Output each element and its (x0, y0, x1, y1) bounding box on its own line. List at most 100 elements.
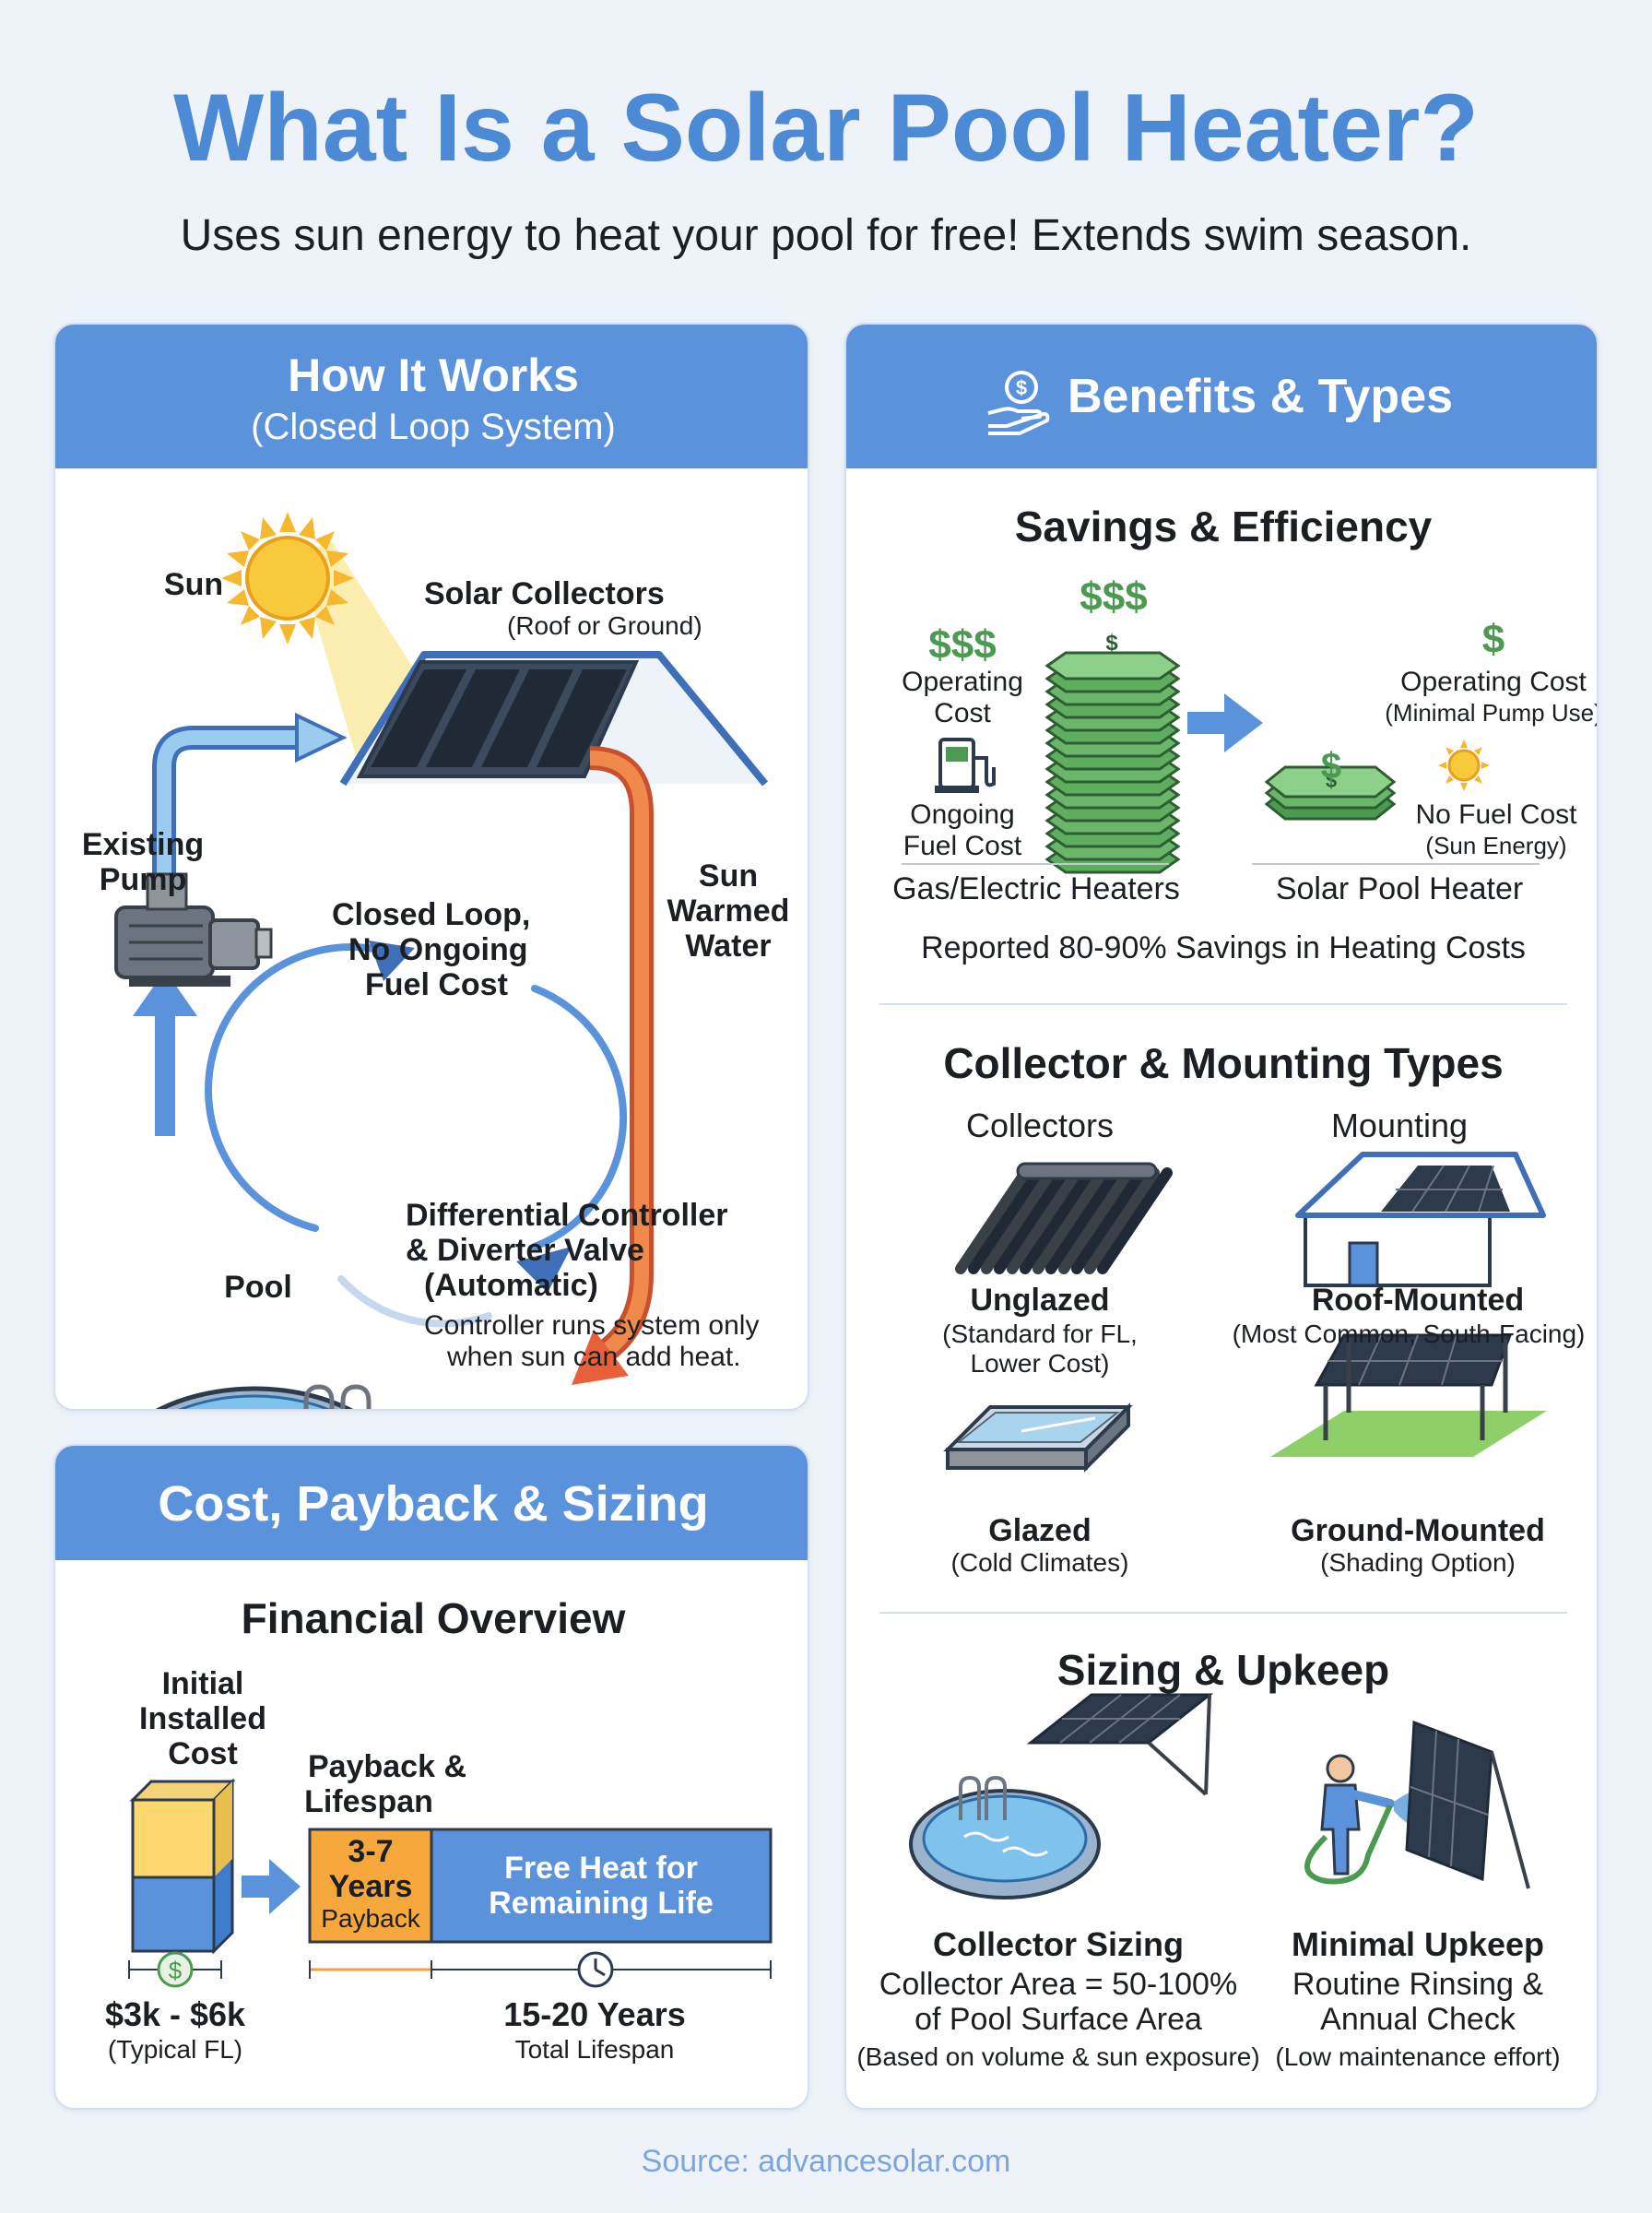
gas-operating-cost-line1: Operating (902, 667, 1023, 697)
roof-mounted-label: Roof-Mounted (1311, 1283, 1525, 1318)
existing-pump-label-line1: Existing (81, 827, 205, 862)
sun-warmed-water-line1: Sun (698, 858, 759, 893)
divider-2 (879, 1612, 1567, 1614)
solar-pool-heater-label: Solar Pool Heater (1275, 871, 1524, 906)
sun-warmed-water-line3: Water (685, 929, 772, 964)
lifespan-value: 15-20 Years (503, 1995, 686, 2033)
initial-cost-label-line1: Initial (161, 1666, 244, 1701)
pool-icon (155, 1384, 372, 1409)
free-heat-bar-segment (430, 1828, 773, 1944)
unglazed-collector-icon (955, 1162, 1173, 1274)
mounting-column-label: Mounting (1330, 1106, 1469, 1144)
closed-loop-label-line1: Closed Loop, (332, 897, 531, 932)
sun-label: Sun (163, 567, 224, 602)
payback-bar-segment (308, 1828, 433, 1944)
solar-operating-cost-note: (Minimal Pump Use) (1385, 699, 1599, 727)
cost-to-payback-arrow (242, 1859, 301, 1914)
savings-heading: Savings & Efficiency (1014, 503, 1433, 550)
page-subtitle: Uses sun energy to heat your pool for fr… (180, 211, 1472, 260)
solar-dollar: $ (1481, 617, 1505, 662)
savings-note: Reported 80-90% Savings in Heating Costs (921, 930, 1526, 965)
free-heat-line1: Free Heat for (504, 1851, 698, 1886)
cost-payback-header: Cost, Payback & Sizing (55, 1446, 808, 1560)
controller-label-line2: & Diverter Valve (406, 1233, 644, 1268)
sun-small-icon (1438, 740, 1490, 791)
financial-overview-heading: Financial Overview (241, 1594, 626, 1642)
how-it-works-title: How It Works (288, 349, 579, 401)
ground-mounted-label: Ground-Mounted (1291, 1513, 1545, 1548)
types-heading: Collector & Mounting Types (943, 1039, 1504, 1087)
pool-sizing-icon (909, 1775, 1101, 1899)
person-rinsing-icon (1304, 1754, 1395, 1885)
divider-1 (879, 1003, 1567, 1005)
payback-word: Payback (321, 1904, 420, 1933)
solar-no-fuel-cost-note: (Sun Energy) (1425, 832, 1567, 859)
unglazed-note-line1: (Standard for FL, (942, 1320, 1138, 1348)
cost-payback-title: Cost, Payback & Sizing (158, 1476, 709, 1532)
benefits-types-header: $ Benefits & Types (846, 325, 1597, 468)
solar-collectors-note: (Roof or Ground) (507, 611, 702, 640)
minimal-upkeep-note: (Low maintenance effort) (1275, 2042, 1561, 2071)
gas-to-solar-arrow (1187, 693, 1263, 752)
stack-dollar-symbol: $ (1105, 631, 1118, 656)
glazed-label: Glazed (988, 1513, 1092, 1548)
gas-electric-label: Gas/Electric Heaters (892, 871, 1180, 906)
pool-to-pump-arrow (133, 970, 197, 1136)
gas-stack-dollars: $$$ (1080, 574, 1148, 620)
how-it-works-subtitle: (Closed Loop System) (251, 407, 616, 447)
money-hand-icon: $ (987, 371, 1050, 435)
payback-years-word: Years (328, 1869, 413, 1904)
sizing-diagram (909, 1693, 1530, 1899)
glazed-collector-icon (943, 1402, 1133, 1473)
minimal-upkeep-line1: Routine Rinsing & (1292, 1967, 1544, 2002)
gas-fuel-cost-line1: Ongoing (910, 799, 1015, 830)
solar-operating-cost: Operating Cost (1400, 667, 1587, 697)
cold-water-pipe (152, 712, 348, 890)
sun-icon (221, 512, 354, 645)
sizing-heading: Sizing & Upkeep (1056, 1646, 1390, 1694)
how-it-works-header: How It Works (Closed Loop System) (55, 325, 808, 468)
collector-sizing-title: Collector Sizing (932, 1925, 1185, 1963)
controller-note-line2: when sun can add heat. (447, 1342, 741, 1372)
solar-no-fuel-cost: No Fuel Cost (1415, 799, 1577, 830)
collectors-column-label: Collectors (965, 1106, 1115, 1144)
savings-diagram (902, 651, 1540, 874)
solar-small-dollar: $ (1320, 746, 1342, 787)
closed-loop-icon (205, 943, 628, 1328)
cost-payback-card: Cost, Payback & Sizing Financial Overvie… (53, 1444, 809, 2110)
initial-cost-box-icon (129, 1778, 236, 1955)
payback-years-value: 3-7 (348, 1834, 394, 1869)
gas-fuel-cost-line2: Fuel Cost (903, 831, 1022, 861)
glazed-note: (Cold Climates) (950, 1548, 1129, 1577)
initial-cost-label-line3: Cost (168, 1736, 238, 1771)
price-range: $3k - $6k (104, 1995, 246, 2033)
roof-mounted-note: (Most Common, South-Facing) (1232, 1320, 1586, 1348)
initial-cost-label-line2: Installed (139, 1701, 266, 1736)
closed-loop-label-line3: Fuel Cost (365, 967, 508, 1002)
solar-collector-icon (356, 660, 640, 778)
how-it-works-diagram (114, 512, 769, 1409)
collector-sizing-line1: Collector Area = 50-100% (879, 1967, 1238, 2002)
benefits-types-card: $ Benefits & Types Savings & Efficiency (844, 323, 1599, 2110)
svg-text:$: $ (1016, 376, 1027, 399)
money-stack-small-icon (1264, 765, 1397, 821)
free-heat-line2: Remaining Life (489, 1886, 714, 1921)
gas-pump-icon (935, 738, 996, 793)
gas-dollars: $$$ (928, 622, 997, 668)
controller-note-line1: Controller runs system only (424, 1310, 760, 1341)
financial-diagram (128, 1778, 773, 1988)
lifespan-note: Total Lifespan (514, 2035, 675, 2064)
gas-operating-cost-line2: Cost (934, 698, 991, 728)
minimal-upkeep-title: Minimal Upkeep (1291, 1925, 1545, 1963)
source-credit: Source: advancesolar.com (641, 2144, 1011, 2179)
collector-sizing-note: (Based on volume & sun exposure) (856, 2042, 1260, 2071)
solar-stack-dollar-symbol: $ (1325, 769, 1338, 792)
pump-icon (114, 872, 273, 987)
closed-loop-label-line2: No Ongoing (348, 932, 528, 967)
dollar-coin-icon (157, 1951, 194, 1988)
minimal-upkeep-line2: Annual Check (1320, 2002, 1516, 2037)
rinsed-panel-icon (1405, 1720, 1530, 1889)
controller-label-line1: Differential Controller (406, 1198, 728, 1233)
ground-mounted-panel-icon (1270, 1333, 1547, 1457)
payback-lifespan-label-line2: Lifespan (304, 1784, 433, 1819)
